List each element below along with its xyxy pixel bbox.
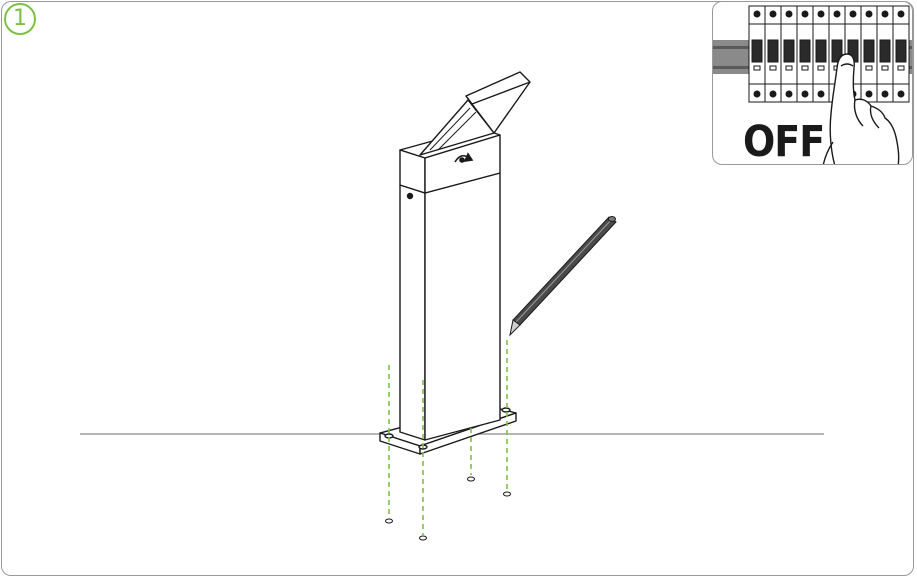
head-side (424, 134, 501, 194)
column-screw (406, 192, 414, 200)
step-number-badge: 1 (4, 3, 36, 35)
head-front (399, 149, 426, 194)
pencil-icon (509, 216, 617, 337)
rotation-arrow-icon (454, 152, 474, 163)
base-hole (501, 407, 511, 413)
column-side (424, 172, 501, 441)
power-off-inset: OFF (712, 1, 913, 165)
column-front (399, 184, 426, 441)
drilling-guides (388, 340, 508, 535)
bollard-light-icon (379, 71, 531, 455)
hand-icon (822, 53, 900, 164)
circuit-breaker-panel-icon (713, 5, 912, 164)
drill-marks (385, 476, 511, 541)
off-label: OFF (743, 116, 825, 165)
